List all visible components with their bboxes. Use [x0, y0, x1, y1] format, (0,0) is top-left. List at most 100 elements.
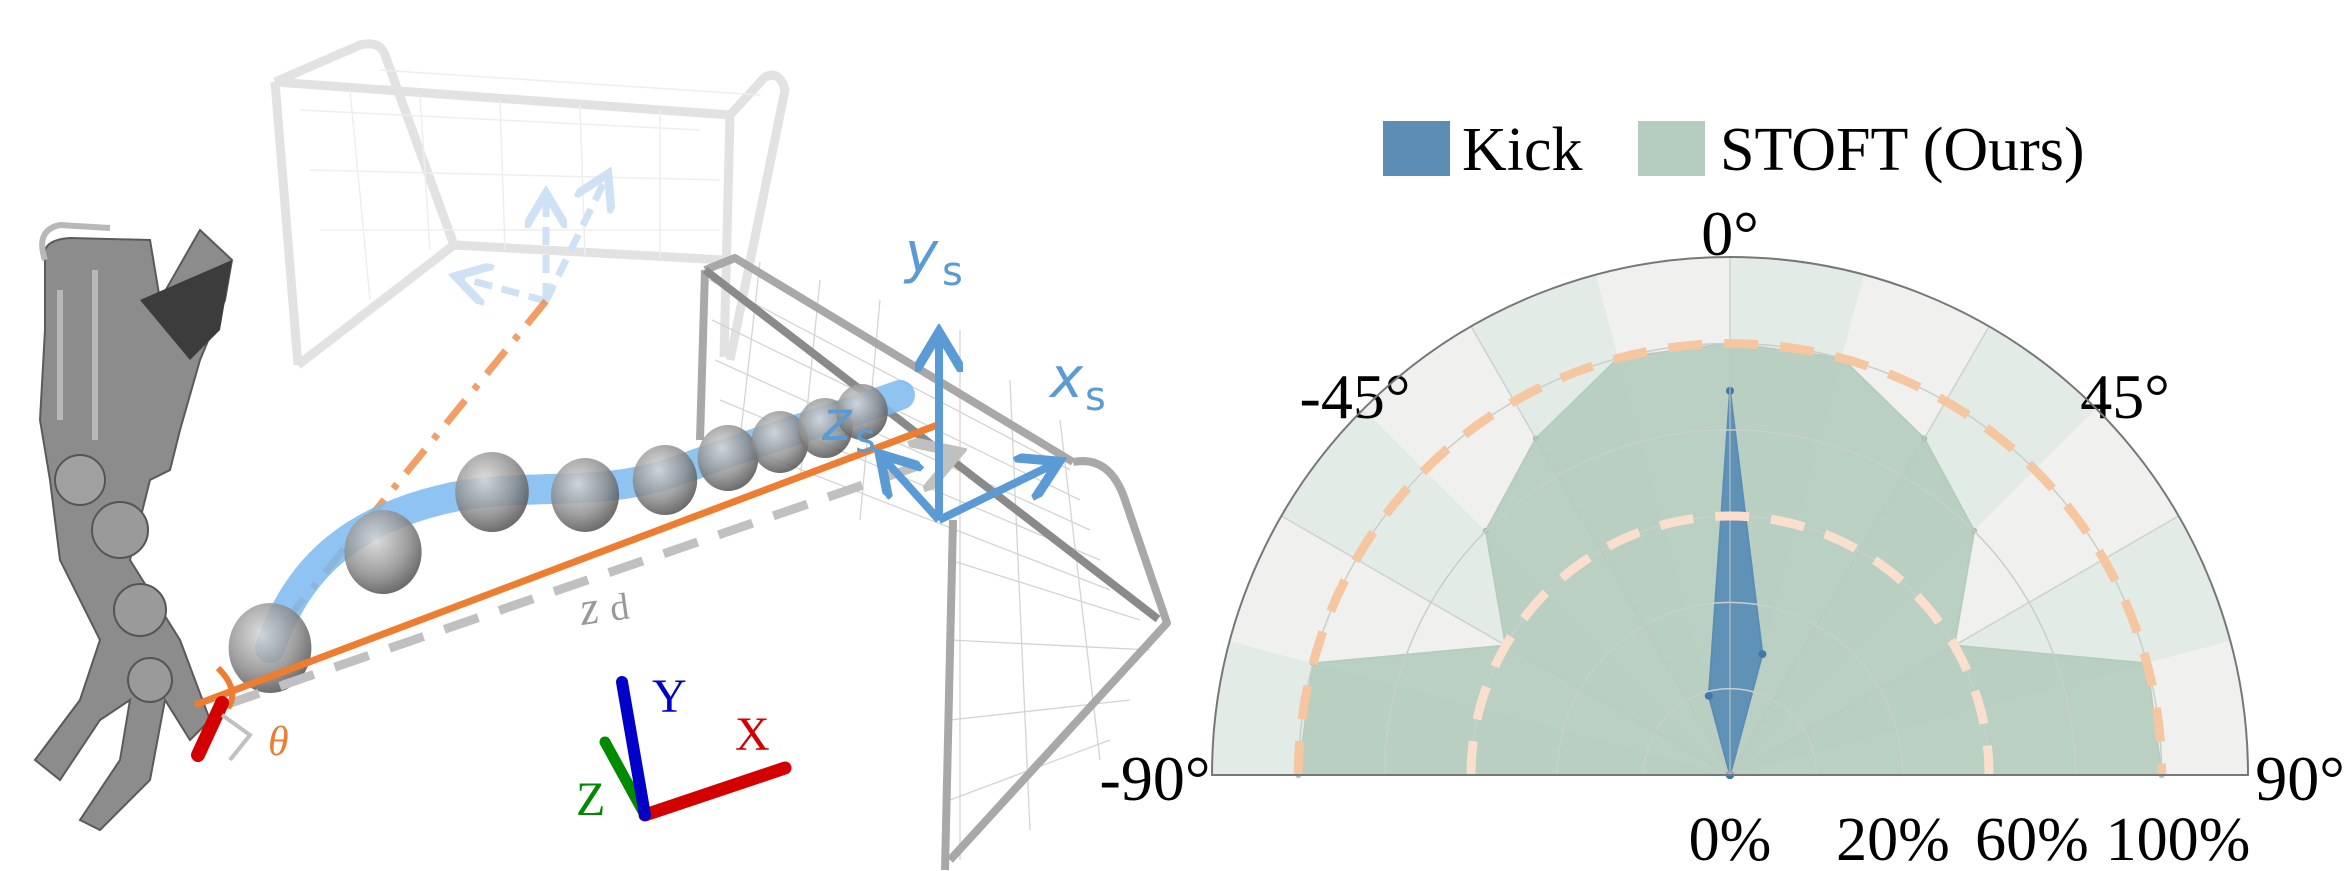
theta-gridline [1470, 326, 1731, 776]
data-point [1726, 771, 1734, 779]
data-point [1482, 527, 1489, 534]
theta-tick-label: 0° [1701, 198, 1759, 269]
legend-label-kick: Kick [1462, 116, 1583, 184]
r-gridline [1556, 601, 1904, 776]
data-point [1726, 771, 1734, 779]
ball [344, 510, 422, 594]
ball [697, 425, 759, 491]
data-point [1726, 771, 1734, 779]
theta-tick-label: 90° [2255, 743, 2345, 814]
target-direction-line [193, 420, 942, 709]
radial-grid [1281, 257, 2179, 776]
data-point [1726, 771, 1734, 779]
x-s-label: x [1048, 346, 1084, 411]
ball-positions [228, 384, 888, 693]
data-point [1726, 771, 1734, 779]
y-s-label: y [903, 221, 939, 286]
data-point [1726, 771, 1734, 779]
data-point [1726, 771, 1734, 779]
sector-background [1730, 640, 2248, 775]
faded-goal [270, 39, 790, 369]
sector-background [1229, 516, 1730, 775]
sector-background [1730, 274, 1989, 775]
y-s-subscript: s [942, 249, 963, 295]
ball [632, 445, 698, 515]
ball [455, 452, 529, 532]
robot-heading-arrow [191, 696, 229, 762]
r-tick-label: 0% [1689, 806, 1772, 871]
data-point [1921, 435, 1928, 442]
data-point [1838, 355, 1845, 362]
theta-tick-label: -45° [1300, 361, 1411, 432]
legend-swatch-kick [1383, 121, 1450, 176]
sector-background [1730, 408, 2179, 775]
theta-gridline [1729, 515, 2179, 776]
theta-label: θ [268, 719, 289, 765]
sector-background [1730, 326, 2097, 775]
target-distance-line [223, 455, 950, 710]
data-point [1704, 691, 1713, 700]
world-axes [599, 676, 792, 822]
data-point [1726, 386, 1734, 395]
sector-background [1730, 257, 1865, 775]
data-point [1727, 340, 1733, 347]
polar-outline [1210, 256, 2250, 776]
data-point [1295, 772, 1302, 778]
data-point [2158, 772, 2165, 778]
kick-scene-illustration: θ z d y s x s z s Y X Z [33, 39, 1171, 871]
r-gridline [1470, 515, 1990, 776]
data-point [1951, 642, 1958, 649]
series-area-stoft [1297, 342, 2163, 776]
data-point [1310, 660, 1317, 667]
humanoid-robot [33, 221, 234, 832]
r-gridline [1297, 342, 2163, 776]
data-point [1502, 642, 1509, 649]
data-point [1726, 771, 1734, 779]
theta-gridline [1281, 515, 1731, 776]
axis-z-label: Z [576, 773, 605, 826]
r-tick-label: 100% [2106, 806, 2251, 871]
start-arrow-icon [220, 713, 253, 762]
data-point [2143, 660, 2150, 667]
r-gridline [1642, 688, 1818, 776]
svg-text:d: d [607, 586, 632, 630]
legend-label-stoft: STOFT (Ours) [1720, 116, 2085, 184]
sector-background [1730, 516, 2231, 775]
z-d-label: z d [575, 581, 632, 636]
data-point [1532, 435, 1539, 442]
sector-background [1363, 326, 1730, 775]
sector-backgrounds [1212, 257, 2248, 775]
r-tick-label: 20% [1836, 806, 1950, 871]
z-s-label: z [821, 389, 853, 454]
ball [550, 458, 620, 532]
data-point [1726, 771, 1734, 779]
r-tick-label: 60% [1975, 806, 2089, 871]
reference-circle [1293, 338, 2167, 776]
series-areas [1295, 340, 2165, 779]
faded-target-frame [462, 180, 605, 301]
sector-background [1595, 257, 1730, 775]
polar-frame [1210, 256, 2250, 776]
data-point [1971, 527, 1978, 534]
sector-background [1471, 274, 1730, 775]
angle-arc [215, 665, 236, 710]
ball [836, 384, 888, 440]
reference-circles [1293, 338, 2167, 776]
theta-gridline [1729, 326, 1990, 776]
svg-text:z: z [575, 581, 602, 636]
axis-x-label: X [735, 708, 770, 761]
target-frame [885, 340, 1052, 524]
axis-y-label: Y [652, 670, 687, 723]
reference-circle [1466, 511, 1994, 776]
x-s-subscript: s [1085, 374, 1106, 420]
sector-background [1212, 640, 1730, 775]
legend-swatch-stoft [1638, 121, 1705, 176]
r-gridline [1385, 430, 2076, 775]
data-point [1726, 771, 1734, 779]
series-area-kick [1707, 390, 1764, 779]
data-point [1615, 355, 1622, 362]
legend: Kick STOFT (Ours) [1383, 116, 2085, 184]
ball [751, 411, 809, 473]
sector-background [1281, 408, 1730, 775]
data-point [1758, 650, 1767, 659]
